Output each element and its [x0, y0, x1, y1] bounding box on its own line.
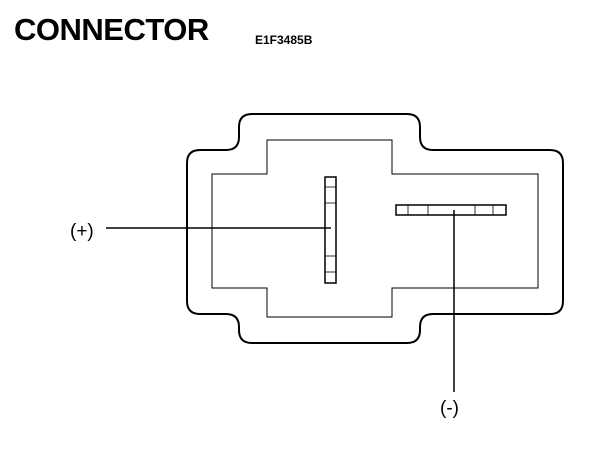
- negative-terminal: [395, 204, 507, 216]
- connector-housing-outer: [186, 113, 564, 344]
- connector-housing-inner: [211, 139, 539, 318]
- diagram-title: CONNECTOR: [14, 12, 209, 47]
- positive-terminal-label: (+): [70, 221, 94, 242]
- negative-terminal-label: (-): [440, 398, 459, 419]
- diagram-code: E1F3485B: [255, 33, 313, 47]
- positive-terminal: [324, 176, 337, 284]
